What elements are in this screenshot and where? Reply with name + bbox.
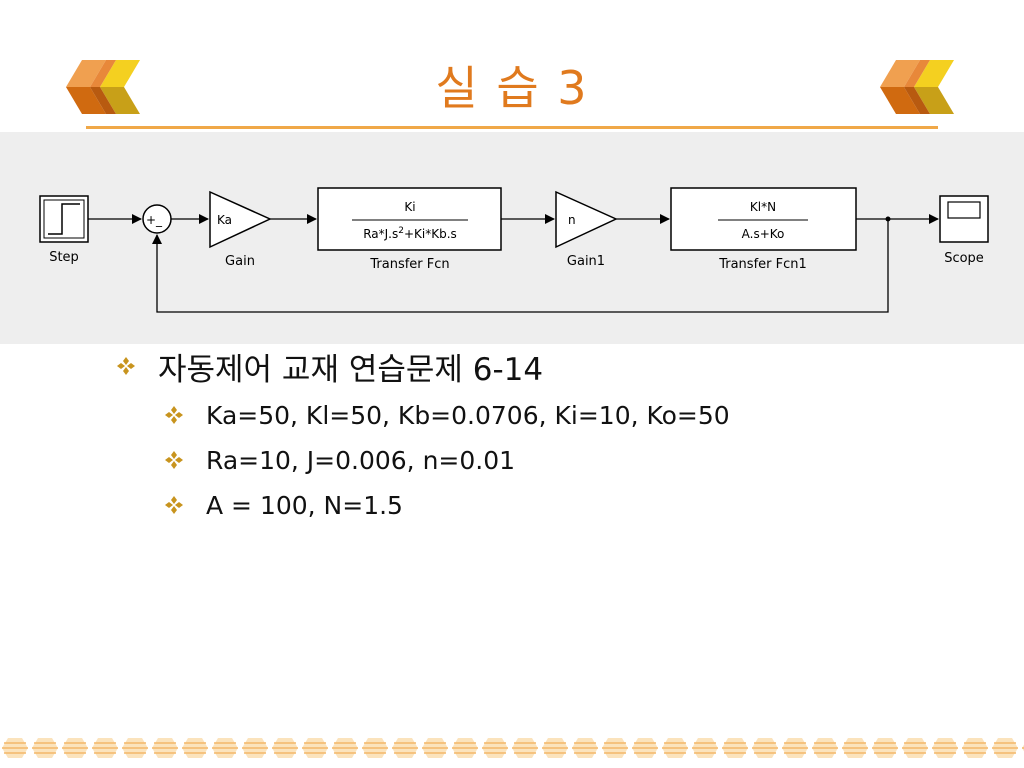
tf2-numerator: Kl*N [750, 200, 776, 214]
sub-bullet-text: Ra=10, J=0.006, n=0.01 [206, 445, 516, 475]
sub-bullet-item: Ka=50, Kl=50, Kb=0.0706, Ki=10, Ko=50 [164, 398, 730, 432]
gain-param: Ka [217, 213, 232, 227]
sum-signs: +_ [146, 213, 163, 227]
sub-bullet-item: A = 100, N=1.5 [164, 488, 403, 522]
step-label: Step [49, 250, 79, 265]
bullet-text: 자동제어 교재 연습문제 6-14 [158, 351, 544, 388]
transfer-fcn1-block[interactable]: Kl*N A.s+Ko [670, 187, 857, 251]
bullet-item: 자동제어 교재 연습문제 6-14 [116, 346, 544, 388]
transfer-fcn1-label: Transfer Fcn1 [718, 257, 807, 272]
sub-bullet-item: Ra=10, J=0.006, n=0.01 [164, 443, 515, 477]
gain1-param: n [568, 213, 576, 227]
transfer-fcn-block[interactable]: Ki Ra*J.s2+Ki*Kb.s [317, 187, 502, 251]
sum-block[interactable]: +_ [142, 204, 172, 234]
block-diagram: Step +_ Ka Gain Ki Ra*J.s2+Ki*Kb.s Trans… [39, 187, 989, 313]
gain-label: Gain [225, 254, 255, 269]
block-diagram-panel: Step +_ Ka Gain Ki Ra*J.s2+Ki*Kb.s Trans… [0, 132, 1024, 344]
gain-block[interactable]: Ka [209, 190, 272, 249]
footer-pattern [0, 736, 1024, 760]
sub-bullet-text: Ka=50, Kl=50, Kb=0.0706, Ki=10, Ko=50 [206, 400, 730, 430]
gain1-label: Gain1 [567, 254, 605, 269]
tf1-denominator: Ra*J.s2+Ki*Kb.s [363, 226, 457, 241]
signal-lines [88, 214, 939, 313]
cube-logo-icon [880, 60, 954, 114]
sub-bullet-text: A = 100, N=1.5 [206, 490, 403, 520]
diamond-bullet-icon [165, 451, 183, 469]
diamond-bullet-icon [165, 496, 183, 514]
diamond-bullet-icon [117, 357, 135, 375]
transfer-fcn-label: Transfer Fcn [369, 257, 449, 272]
title-underline [86, 126, 938, 129]
tf1-numerator: Ki [404, 200, 415, 214]
diamond-bullet-icon [165, 406, 183, 424]
scope-label: Scope [944, 251, 984, 266]
slide-title: 실 습 3 [435, 61, 589, 115]
gain1-block[interactable]: n [555, 190, 618, 249]
cube-logo-icon [66, 60, 140, 114]
tf2-denominator: A.s+Ko [742, 227, 785, 241]
scope-block[interactable] [939, 195, 989, 243]
step-block[interactable] [39, 195, 89, 243]
branch-point [885, 216, 891, 222]
